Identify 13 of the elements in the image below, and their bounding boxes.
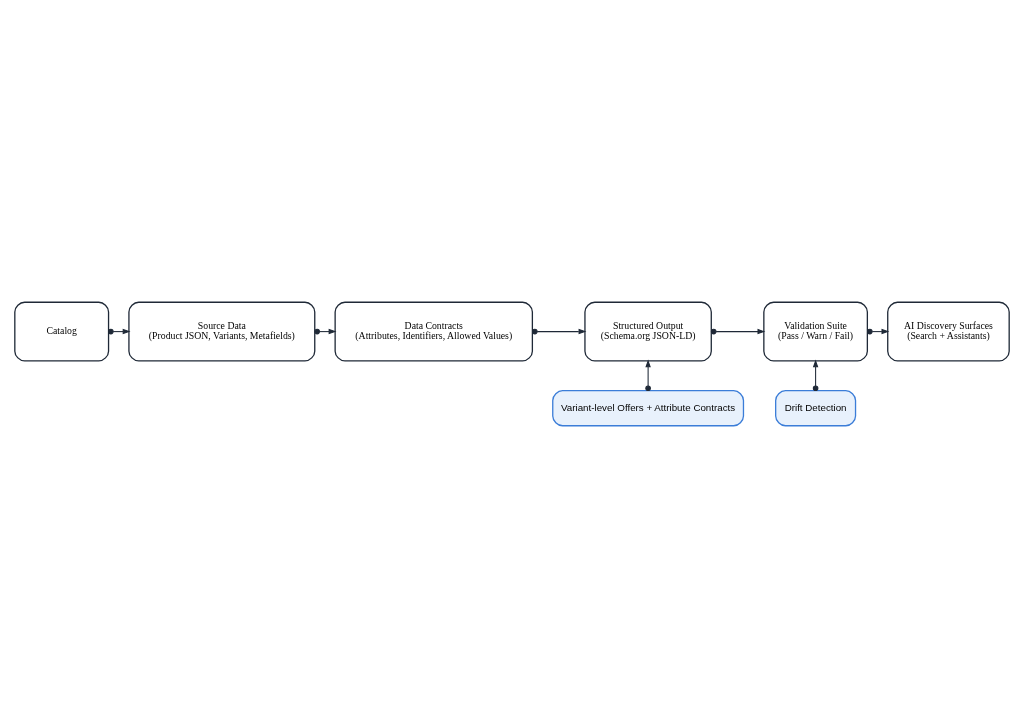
arrow — [532, 328, 587, 335]
node-box: Catalog — [14, 301, 110, 362]
node-box: Validation Suite (Pass / Warn / Fail) — [763, 301, 868, 362]
node-box: Structured Output (Schema.org JSON-LD) — [584, 301, 712, 362]
arrow — [710, 328, 766, 335]
node-box: Drift Detection — [775, 390, 857, 427]
node-box: AI Discovery Surfaces (Search + Assistants) — [887, 301, 1010, 362]
arrow — [645, 359, 651, 392]
arrow — [812, 359, 819, 392]
node-box: Source Data (Product JSON, Variants, Metafields) — [128, 301, 316, 362]
arrow — [314, 328, 337, 335]
node-box: Data Contracts (Attributes, Identifiers, Allowed Values) — [334, 301, 534, 362]
node-box: Variant-level Offers + Attribute Contracts — [552, 390, 745, 427]
